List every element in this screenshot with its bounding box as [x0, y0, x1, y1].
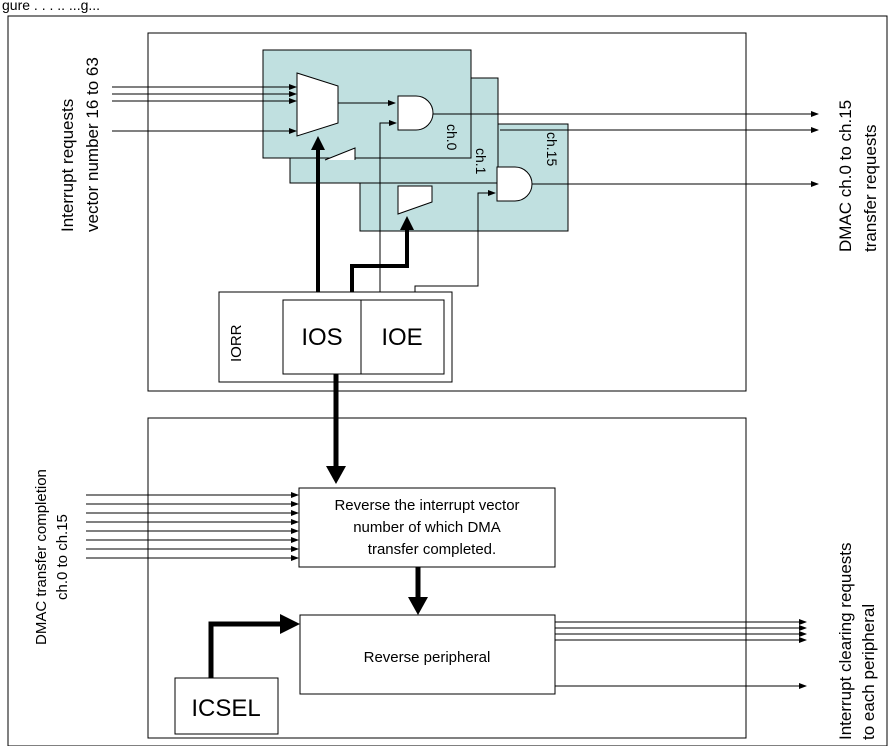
- interrupt-clearing-label: Interrupt clearing requests to each peri…: [836, 543, 878, 741]
- icsel-connector: [208, 621, 282, 678]
- vector-to-peripheral-arrow: [408, 597, 428, 615]
- figure-caption: gure . . . .. ...g...: [2, 0, 100, 13]
- reverse-peripheral-label: Reverse peripheral: [364, 649, 491, 666]
- reverse-vector-box: [298, 487, 556, 568]
- dmac-transfer-requests-label: DMAC ch.0 to ch.15 transfer requests: [836, 100, 880, 252]
- svg-text:DMAC ch.0 to ch.15: DMAC ch.0 to ch.15: [836, 100, 855, 252]
- svg-text:ch.0 to ch.15: ch.0 to ch.15: [54, 514, 71, 600]
- ch15-label: ch.15: [544, 132, 560, 166]
- ioe-label: IOE: [381, 324, 422, 351]
- svg-text:Interrupt requests: Interrupt requests: [58, 99, 77, 232]
- svg-text:to each peripheral: to each peripheral: [859, 604, 878, 740]
- ch1-mux-partial: [324, 147, 356, 161]
- icsel-box: [174, 677, 279, 735]
- dmac-transfer-completion-label: DMAC transfer completion ch.0 to ch.15: [33, 469, 71, 645]
- ios-arrow-ch15: [400, 216, 414, 230]
- svg-text:transfer requests: transfer requests: [861, 124, 880, 252]
- icsel-arrow: [280, 614, 300, 634]
- ios-to-reverse-arrow: [326, 466, 346, 484]
- completion-input-lines: [86, 492, 299, 561]
- bottom-block-frame: [147, 417, 747, 739]
- reverse-peripheral-box: [299, 614, 556, 695]
- svg-text:vector number 16 to 63: vector number 16 to 63: [83, 57, 102, 232]
- interrupt-input-lines: [112, 84, 297, 134]
- ios-select-lines: [316, 150, 409, 300]
- reverse-vector-line2: number of which DMA: [353, 519, 501, 536]
- channel-panel-ch0: [262, 49, 472, 159]
- interrupt-requests-label: Interrupt requests vector number 16 to 6…: [58, 57, 102, 232]
- svg-text:DMAC transfer completion: DMAC transfer completion: [33, 469, 50, 645]
- iorr-label: IORR: [228, 324, 245, 362]
- outer-frame: [7, 15, 888, 746]
- ch1-label: ch.1: [473, 148, 489, 175]
- ios-arrow-ch0: [311, 136, 325, 150]
- icsel-label: ICSEL: [191, 695, 260, 722]
- ios-label: IOS: [301, 324, 342, 351]
- reverse-vector-line1: Reverse the interrupt vector: [334, 497, 519, 514]
- dmac-output-lines: [433, 111, 819, 187]
- clearing-output-lines: [555, 619, 807, 689]
- ioe-enable-lines: [379, 120, 496, 300]
- svg-text:Interrupt clearing requests: Interrupt clearing requests: [836, 543, 855, 741]
- ios-field: [282, 299, 362, 375]
- ch0-and-gate: [397, 95, 434, 131]
- top-block-frame: [147, 32, 747, 392]
- ioe-field: [360, 299, 445, 375]
- ch0-multiplexer: [296, 72, 339, 137]
- ch0-label: ch.0: [444, 124, 460, 151]
- ch15-mux-partial: [397, 185, 433, 215]
- ch15-and-gate: [496, 166, 533, 202]
- reverse-vector-line3: transfer completed.: [368, 541, 496, 558]
